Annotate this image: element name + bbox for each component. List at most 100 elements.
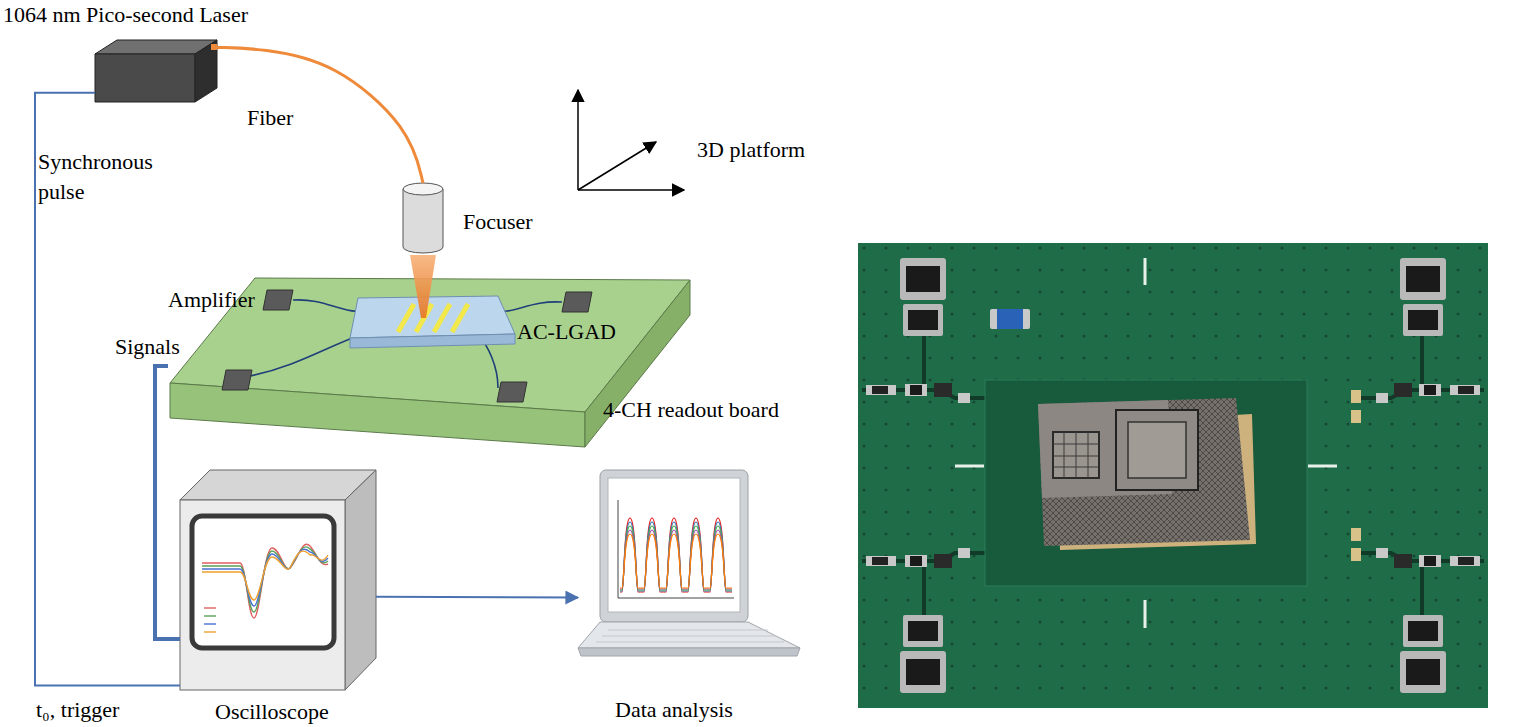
node-label: Oscilloscope — [215, 699, 329, 725]
lgad-node: AC-LGAD — [348, 294, 518, 356]
photo-components — [862, 528, 995, 693]
photo-components — [900, 258, 946, 300]
photo-sensor-chip — [1053, 432, 1099, 478]
node-label: 4-CH readout board — [603, 397, 779, 423]
focuser-node: Focuser — [403, 183, 443, 253]
platform-axes — [578, 142, 656, 190]
strip-electrode — [398, 304, 414, 332]
laptop-lid — [600, 470, 748, 622]
photo-components — [922, 336, 926, 388]
photo-sensor-chip — [1053, 432, 1099, 478]
photo-capacitor — [990, 309, 1030, 329]
photo-capacitor — [990, 309, 1030, 329]
waveform-key — [204, 607, 216, 608]
scope-outline — [180, 468, 376, 690]
photo-readout-board — [858, 243, 1488, 708]
plot-axes — [618, 500, 734, 598]
photo-capacitor — [997, 309, 1023, 329]
node-label: AC-LGAD — [517, 319, 616, 345]
photo-components — [1351, 258, 1484, 423]
photo-components — [910, 385, 922, 395]
connector — [155, 366, 180, 639]
node-label: Data analysis — [615, 697, 733, 723]
photo-components — [866, 385, 896, 395]
photo-components — [958, 393, 970, 403]
plot-curve — [620, 518, 732, 592]
photo-components — [934, 383, 952, 397]
board-node: 4-CH readout boardAmplifierAC-LGAD — [168, 276, 692, 449]
laptop-node: Data analysis — [578, 470, 810, 690]
photo-components — [862, 258, 995, 423]
laser-outline — [95, 40, 217, 102]
laptop-keys — [596, 630, 784, 642]
platform-axes — [577, 90, 579, 190]
focuser-top — [403, 183, 443, 195]
amplifier-chip — [497, 382, 527, 402]
sensor-edge — [350, 334, 515, 348]
laptop-base — [578, 622, 800, 648]
photo-components — [872, 386, 888, 394]
fiber-port — [211, 44, 217, 50]
laptop-display — [608, 478, 740, 612]
strip-electrode — [452, 304, 468, 332]
platform-axes — [578, 90, 684, 190]
node-label: 1064 nm Pico-second Laser — [3, 2, 248, 28]
plot-curve — [620, 530, 732, 589]
laser-side — [195, 40, 217, 102]
waveform — [202, 551, 328, 600]
photo-components — [903, 304, 943, 336]
waveform — [202, 549, 328, 606]
photo-alignment-marks — [1144, 600, 1147, 628]
connector-label: Synchronous pulse — [38, 147, 188, 207]
free-label: t₀, trigger — [36, 697, 119, 723]
connector-label: Signals — [115, 334, 180, 360]
amplifier-chip — [562, 292, 592, 312]
platform-axes — [578, 189, 684, 191]
laser-beam — [410, 255, 436, 318]
waveform-key — [204, 623, 216, 624]
connector — [217, 47, 423, 183]
scope-front — [180, 500, 345, 690]
photo-sensor-chip — [1038, 398, 1256, 550]
scope-node: Oscilloscope — [180, 468, 376, 690]
photo-components — [906, 266, 940, 292]
amplifier-chip — [263, 290, 293, 310]
laptop-outline — [578, 470, 810, 690]
strip-electrode — [434, 304, 450, 332]
plot-curve — [620, 534, 732, 588]
waveform — [202, 544, 328, 618]
plot-curve — [620, 526, 732, 590]
laser-node: 1064 nm Pico-second Laser — [95, 40, 217, 102]
lgad-outline — [348, 294, 518, 356]
photo-readout-board — [858, 243, 1488, 708]
photo-alignment-marks — [955, 465, 984, 468]
photo-components — [908, 310, 938, 330]
waveform — [202, 547, 328, 612]
scope-top — [180, 470, 376, 500]
photo-sensor-chip — [1128, 422, 1186, 478]
connector — [376, 596, 578, 599]
chip-outline — [263, 290, 293, 310]
laptop-lip — [578, 648, 800, 656]
plot-curve — [620, 522, 732, 591]
photo-sensor-window — [985, 380, 1307, 586]
node-label: Focuser — [463, 209, 533, 235]
photo-sensor-chip — [1116, 410, 1198, 490]
waveform-key — [204, 631, 216, 632]
photo-alignment-marks — [955, 258, 1337, 628]
photo-sensor-chip — [1038, 398, 1250, 546]
scope-side — [345, 470, 376, 690]
photo-components — [905, 384, 927, 396]
chip-node: Amplifier — [263, 290, 293, 310]
board-front — [170, 383, 585, 447]
focuser-outline — [403, 183, 443, 253]
photo-components — [1351, 528, 1484, 693]
photo-alignment-marks — [1308, 465, 1337, 468]
photo-readout-board — [858, 243, 1488, 708]
photo-alignment-marks — [1144, 258, 1147, 285]
